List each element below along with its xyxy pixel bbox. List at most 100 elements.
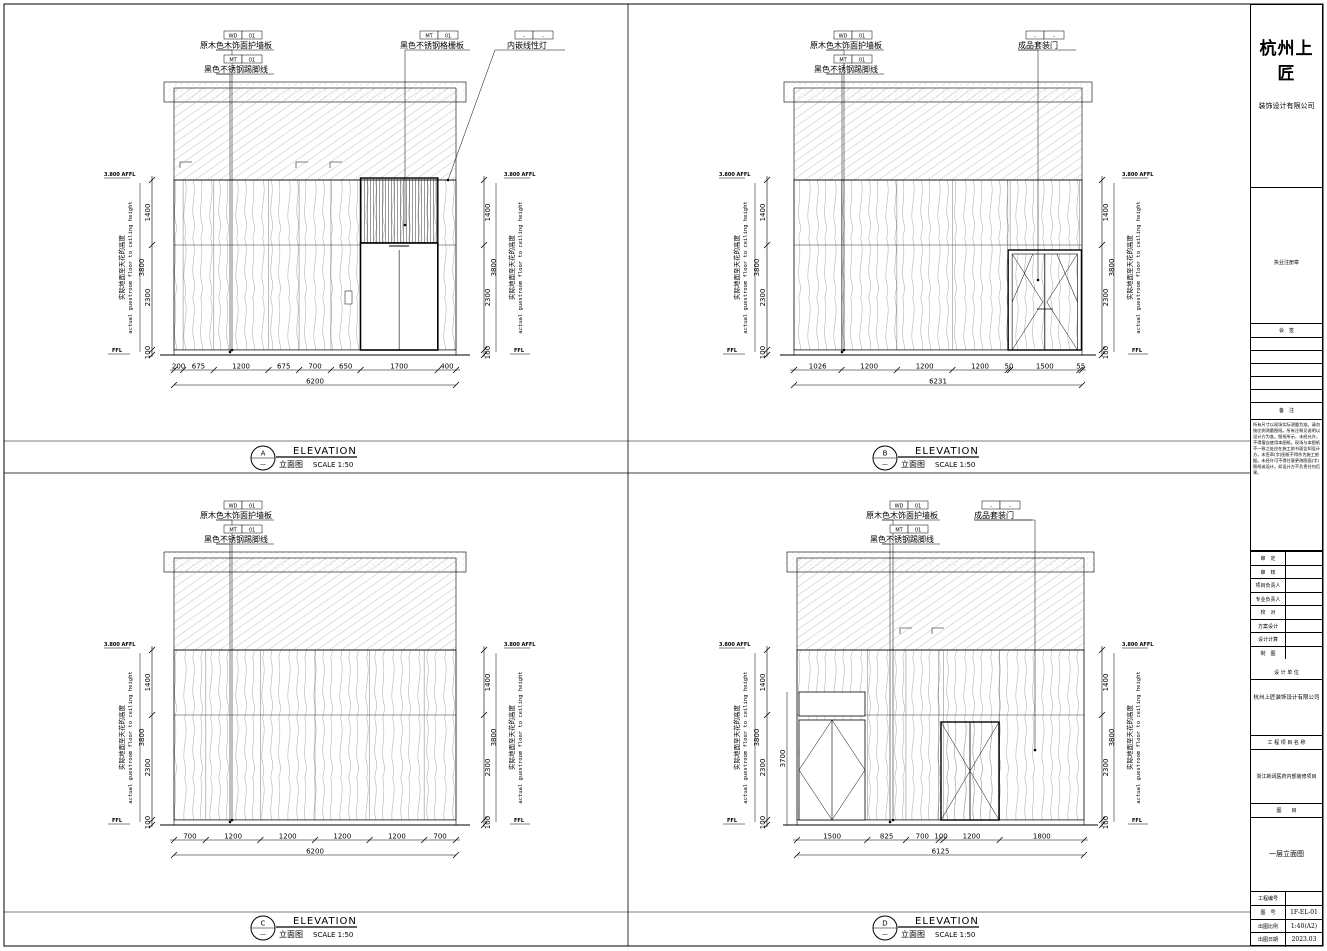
callout-leader [216, 519, 233, 820]
dim-tick [480, 816, 488, 824]
dim-tick [480, 346, 488, 354]
callout-dot [230, 818, 234, 822]
registration-stamp-label: 执业注册章 [1273, 259, 1299, 266]
left-height-note-cn: 实际地面至天花的高度 [732, 705, 741, 771]
dim-tick [1004, 366, 1012, 374]
callout-dot [888, 820, 892, 824]
elevation-scale: SCALE 1:50 [313, 461, 353, 469]
callout-dot [842, 348, 846, 352]
skirting [796, 819, 1085, 826]
dim-tick [893, 366, 901, 374]
role-row: 方案设计 [1251, 618, 1322, 633]
elevation-title: ELEVATION [293, 916, 357, 927]
remarks-label: 备 注 [1278, 407, 1294, 414]
elevation-tag-id: C [261, 920, 266, 928]
switch-panel [344, 290, 353, 305]
total-dim: 6200 [306, 848, 324, 856]
callout-code: MT [425, 34, 433, 40]
drawing-title-label: 图 目 [1276, 807, 1297, 814]
callout-num-box [851, 30, 873, 40]
dim-tick [295, 366, 303, 374]
callout-num: 01 [445, 34, 451, 40]
right-level-bottom: FFL [514, 818, 525, 824]
left-height-note-en: actual guestroom floor to ceiling height [743, 671, 749, 803]
elevation-subtitle: 立面图 [901, 929, 925, 939]
company-subtitle: 装饰设计有限公司 [1258, 102, 1315, 110]
drawing-title: 一层立面图 [1269, 850, 1304, 858]
bottom-dim: 1500 [1036, 363, 1054, 371]
right-height-note-en: actual guestroom floor to ceiling height [1136, 201, 1142, 333]
dim-tick [480, 711, 488, 719]
dim-tick [148, 816, 156, 824]
left-level-top: 3.800 AFFL [104, 172, 136, 178]
callout-text: 黑色不锈钢踢脚线 [814, 64, 878, 74]
callout-num-box [241, 524, 263, 534]
callout-num: - [1053, 34, 1055, 40]
skirting [173, 819, 457, 826]
bottom-dim: 1200 [860, 363, 878, 371]
dim-tick [1098, 346, 1106, 354]
left-level-top: 3.800 AFFL [719, 642, 751, 648]
right-height-dim: 2300 [1102, 759, 1110, 777]
callout-num: 01 [249, 58, 255, 64]
elevation-tag-sub: — [260, 931, 266, 938]
callout-num-box [907, 500, 929, 510]
dim-tick [763, 816, 771, 824]
bottom-dim: 1500 [823, 833, 841, 841]
right-level-top: 3.800 AFFL [504, 642, 536, 648]
project-no-row: 工程编号 [1251, 891, 1322, 905]
dim-tick [420, 836, 428, 844]
bottom-dim: 1700 [390, 363, 408, 371]
callout-code: MT [895, 528, 903, 534]
callout-dot [403, 223, 407, 227]
role-label: 制 图 [1260, 650, 1276, 657]
left-height-dim: 2300 [759, 289, 767, 307]
left-level-bottom: FFL [727, 348, 738, 354]
project-name-label: 工 程 项 目 名 称 [1267, 739, 1306, 746]
role-row: 审 核 [1251, 564, 1322, 579]
callout-leader [826, 73, 843, 352]
role-row: 制 图 [1251, 645, 1322, 660]
callout-leader [404, 49, 412, 225]
dim-tick [1098, 816, 1106, 824]
dim-tick [148, 241, 156, 249]
bottom-dim: 55 [1076, 363, 1085, 371]
callout-num-box [851, 54, 873, 64]
door-swing-lines [1011, 253, 1078, 303]
elevation-tag-id: D [882, 920, 887, 928]
role-label: 设计计算 [1257, 637, 1278, 643]
role-label: 审 核 [1260, 569, 1276, 576]
elevation-scale: SCALE 1:50 [313, 931, 353, 939]
dim-tick [170, 851, 178, 859]
right-height-note-en: actual guestroom floor to ceiling height [518, 671, 524, 803]
role-label: 项目负责人 [1255, 583, 1281, 589]
role-row: 设计计算 [1251, 632, 1322, 646]
right-level-top: 3.800 AFFL [504, 172, 536, 178]
right-height-dim: 1400 [1102, 204, 1110, 222]
right-height-dim: 2300 [484, 759, 492, 777]
callout-dot [891, 818, 895, 822]
left-height-dim: 2300 [144, 759, 152, 777]
right-level-top: 3.800 AFFL [1122, 642, 1154, 648]
callout-leader [216, 49, 233, 350]
total-dim: 6200 [306, 378, 324, 386]
dim-tick [793, 851, 801, 859]
design-unit-label: 设 计 单 位 [1274, 669, 1299, 676]
bottom-dim: 1200 [232, 363, 250, 371]
bottom-dim: 400 [440, 363, 453, 371]
callout-num: 01 [915, 504, 921, 510]
callout-dot [1033, 748, 1037, 752]
elevation-title: ELEVATION [293, 446, 357, 457]
dim-tick [1098, 176, 1106, 184]
elevation-tag-sub: — [882, 931, 888, 938]
bottom-dim: 650 [339, 363, 352, 371]
elevation-scale: SCALE 1:50 [935, 461, 975, 469]
callout-leader [882, 519, 894, 820]
callout-code: WD [229, 504, 238, 510]
dim-tick [434, 366, 442, 374]
callout-num-box [999, 500, 1021, 510]
left-height-dim: 2300 [759, 759, 767, 777]
bottom-dim: 1200 [333, 833, 351, 841]
left-height-dim: 1400 [144, 674, 152, 692]
